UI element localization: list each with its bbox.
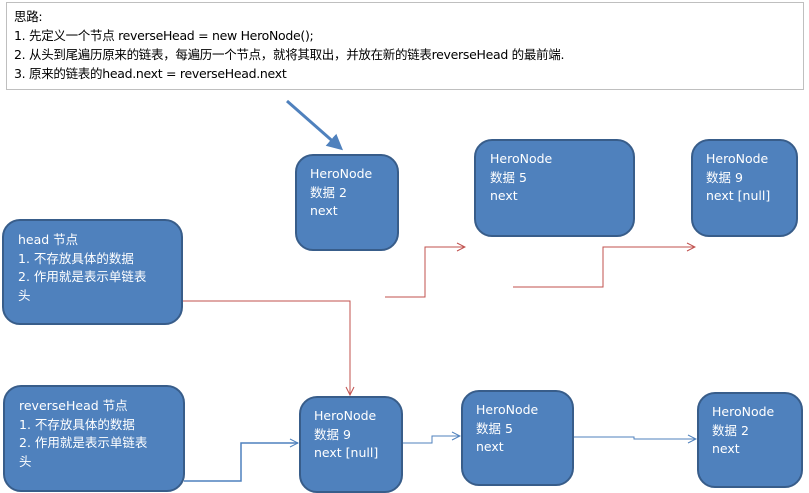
- note-title: 思路:: [14, 9, 43, 24]
- node-name: HeroNode: [314, 408, 377, 423]
- top-node-3: HeroNode 数据 9 next [null]: [691, 139, 798, 237]
- bottom-node-2: HeroNode 数据 5 next: [461, 390, 574, 486]
- reverse-head-link: [184, 443, 298, 482]
- head-line-1: 1. 不存放具体的数据: [18, 250, 134, 266]
- node-data: 数据 5: [490, 169, 527, 185]
- reverse-line-2: 2. 作用就是表示单链表: [19, 435, 148, 450]
- node-name: HeroNode: [712, 404, 775, 419]
- node-data: 数据 9: [706, 169, 743, 185]
- node-next: next: [490, 188, 518, 203]
- node-next: next: [310, 203, 338, 218]
- node-name: HeroNode: [310, 166, 373, 181]
- head-line-2: 2. 作用就是表示单链表: [18, 269, 147, 284]
- node-data: 数据 9: [314, 426, 351, 442]
- node-next: next [null]: [706, 188, 771, 203]
- top-node-1: HeroNode 数据 2 next: [295, 154, 399, 251]
- node-name: HeroNode: [490, 151, 553, 166]
- idea-note: 思路: 1. 先定义一个节点 reverseHead = new HeroNod…: [6, 2, 804, 90]
- bottom-node-3: HeroNode 数据 2 next: [697, 392, 803, 488]
- blue-link-2: [573, 437, 696, 439]
- reverse-title: reverseHead 节点: [19, 398, 128, 413]
- top-node-2: HeroNode 数据 5 next: [474, 139, 635, 237]
- node-data: 数据 2: [712, 422, 749, 438]
- head-line-3: 头: [18, 287, 31, 303]
- red-link-1: [385, 247, 465, 298]
- pointer-arrow: [286, 99, 344, 151]
- note-line-3: 3. 原来的链表的head.next = reverseHead.next: [14, 66, 287, 81]
- node-data: 数据 5: [476, 420, 513, 436]
- head-node: head 节点 1. 不存放具体的数据 2. 作用就是表示单链表 头: [2, 219, 183, 325]
- blue-link-1: [402, 436, 460, 444]
- node-next: next: [712, 441, 740, 456]
- node-next: next [null]: [314, 445, 379, 460]
- node-name: HeroNode: [706, 151, 769, 166]
- reverse-line-1: 1. 不存放具体的数据: [19, 416, 135, 432]
- node-name: HeroNode: [476, 402, 539, 417]
- reverse-line-3: 头: [19, 453, 32, 469]
- reverse-head-node: reverseHead 节点 1. 不存放具体的数据 2. 作用就是表示单链表 …: [3, 385, 185, 492]
- head-title: head 节点: [18, 232, 79, 247]
- node-next: next: [476, 439, 504, 454]
- note-line-2: 2. 从头到尾遍历原来的链表，每遍历一个节点，就将其取出，并放在新的链表reve…: [14, 47, 565, 62]
- bottom-node-1: HeroNode 数据 9 next [null]: [299, 396, 403, 493]
- red-link-2: [513, 247, 695, 288]
- node-data: 数据 2: [310, 184, 347, 200]
- note-line-1: 1. 先定义一个节点 reverseHead = new HeroNode();: [14, 28, 314, 43]
